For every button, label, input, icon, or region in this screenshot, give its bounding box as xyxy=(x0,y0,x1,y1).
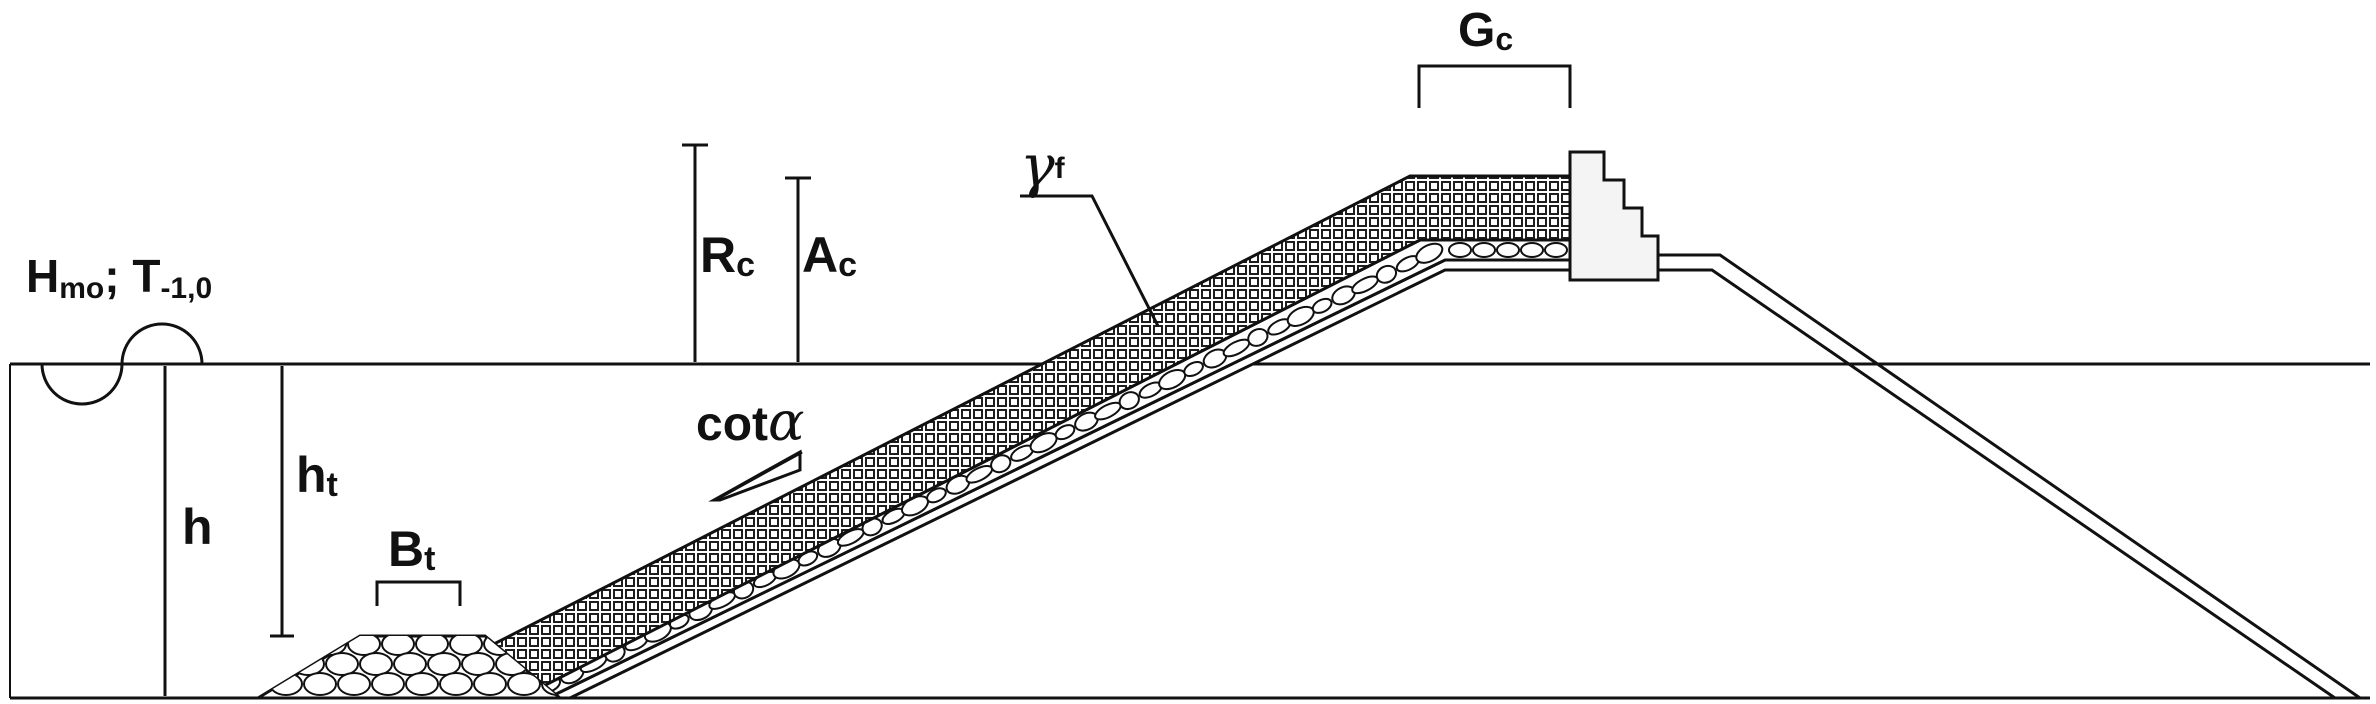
underlayer-stone xyxy=(1247,328,1269,347)
underlayer-stone xyxy=(1415,242,1444,264)
toe-rock xyxy=(381,636,415,656)
underlayer-stone xyxy=(1375,264,1398,284)
toe-rock xyxy=(473,672,507,696)
ht-symbol: h xyxy=(296,447,327,503)
toe-rock xyxy=(337,672,371,696)
gc-subscript: c xyxy=(1495,21,1513,57)
gamma-symbol: γ xyxy=(1020,132,1055,200)
ht-subscript: t xyxy=(327,466,338,504)
underlayer-stone xyxy=(1118,391,1140,411)
cot-text: cot xyxy=(696,398,768,451)
underlayer-stone xyxy=(926,487,947,504)
wave-height-subscript: mo xyxy=(59,272,104,305)
bt-dimension-bracket xyxy=(375,580,462,606)
slope-triangle-outline xyxy=(714,450,803,502)
wave-height-symbol: H xyxy=(26,250,59,302)
wave-height-period-label: Hmo; T-1,0 xyxy=(26,250,212,305)
gc-label: Gc xyxy=(1458,4,1513,57)
rc-subscript: c xyxy=(736,246,755,284)
gamma-f-label: γf xyxy=(1020,132,1066,200)
toe-rock xyxy=(461,652,495,676)
rear-slope-outline xyxy=(1655,253,2361,700)
toe-rock xyxy=(427,652,461,676)
toe-rock xyxy=(393,652,427,676)
crown-wall xyxy=(1568,150,1660,282)
rc-label: Rc xyxy=(700,227,755,284)
ht-label: ht xyxy=(296,447,338,504)
gamma-leader-line xyxy=(1020,194,1160,327)
bt-label: Bt xyxy=(388,521,435,578)
toe-rock xyxy=(325,652,359,676)
underlayer-stone xyxy=(1544,242,1568,258)
rear-slope-inner xyxy=(1655,268,2336,700)
rc-symbol: R xyxy=(700,227,736,283)
wave-period-subscript: -1,0 xyxy=(160,272,212,305)
toe-rock xyxy=(405,672,439,696)
toe-rock xyxy=(258,652,291,676)
h-label: h xyxy=(182,499,213,555)
bt-symbol: B xyxy=(388,521,424,577)
toe-rock xyxy=(347,636,381,656)
toe-rock xyxy=(269,672,303,696)
toe-rock xyxy=(449,636,483,656)
underlayer-stone xyxy=(1520,242,1544,258)
toe-rock xyxy=(291,652,325,676)
toe-rock xyxy=(313,636,347,656)
ac-symbol: A xyxy=(802,227,838,283)
wave-period-symbol: ; T xyxy=(104,250,160,302)
toe-rock xyxy=(371,672,405,696)
gc-dimension-bracket xyxy=(1417,64,1572,108)
underlayer-stone xyxy=(1496,242,1520,258)
toe-rock xyxy=(359,652,393,676)
underlayer-stone xyxy=(1183,361,1204,378)
toe-rock xyxy=(507,672,541,696)
filter-layer xyxy=(547,258,1572,700)
slope-cot-label: cotα xyxy=(696,390,804,453)
bt-subscript: t xyxy=(424,540,435,578)
gc-symbol: G xyxy=(1458,4,1495,57)
underlayer-stone xyxy=(1448,242,1472,258)
underlayer-stone xyxy=(1054,424,1076,441)
wave-symbol xyxy=(40,322,204,406)
gamma-subscript: f xyxy=(1055,152,1066,185)
ac-label: Ac xyxy=(802,227,857,284)
underlayer-stone xyxy=(1311,297,1333,314)
ac-subscript: c xyxy=(838,246,857,284)
toe-rock xyxy=(303,672,337,696)
underlayer-stone xyxy=(1472,242,1496,258)
toe-rock xyxy=(439,672,473,696)
alpha-symbol: α xyxy=(768,390,804,453)
toe-rock xyxy=(415,636,449,656)
